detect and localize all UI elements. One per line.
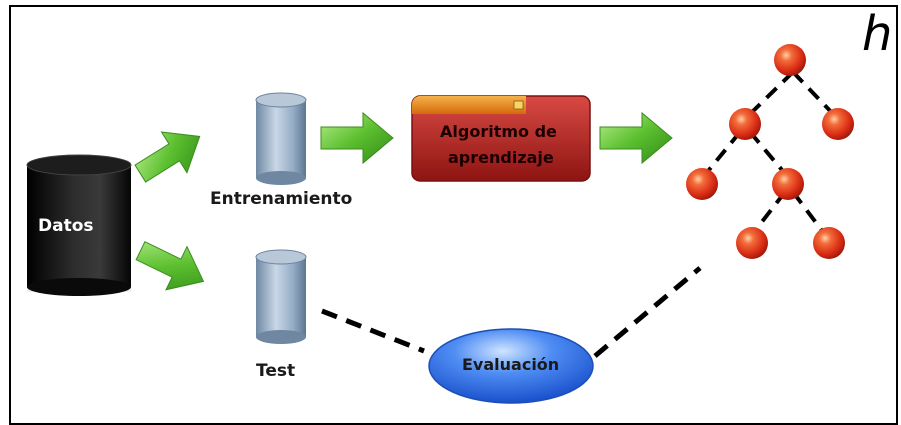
- tree-node-icon: [686, 168, 718, 200]
- green-arrow-icon: [320, 111, 394, 165]
- tree-node-icon: [774, 44, 806, 76]
- algoritmo-label-line2: aprendizaje: [448, 148, 554, 167]
- algoritmo-label-line1: Algoritmo de: [440, 122, 557, 141]
- evaluacion-ellipse: [428, 328, 594, 404]
- algoritmo-box: [411, 95, 591, 182]
- tree-edges: [702, 70, 837, 238]
- evaluation-connectors: [321, 266, 702, 358]
- datos-cylinder-icon: [26, 154, 132, 296]
- tree-node-icon: [736, 227, 768, 259]
- tree-node-icon: [729, 108, 761, 140]
- hypothesis-symbol: h: [862, 6, 893, 62]
- test-label: Test: [256, 361, 296, 381]
- tree-node-icon: [822, 108, 854, 140]
- entrenamiento-database-cylinder-icon: [255, 92, 307, 185]
- evaluacion-label: Evaluación: [462, 355, 560, 374]
- tree-node-icon: [813, 227, 845, 259]
- green-arrow-icon: [135, 241, 205, 291]
- datos-label: Datos: [38, 216, 94, 236]
- window-icon: [513, 100, 524, 110]
- learning-process-diagram: [26, 44, 854, 404]
- green-arrow-icon: [134, 131, 201, 183]
- tree-node-icon: [772, 168, 804, 200]
- green-arrow-icon: [599, 111, 673, 165]
- test-database-cylinder-icon: [255, 249, 307, 344]
- entrenamiento-label: Entrenamiento: [210, 189, 353, 209]
